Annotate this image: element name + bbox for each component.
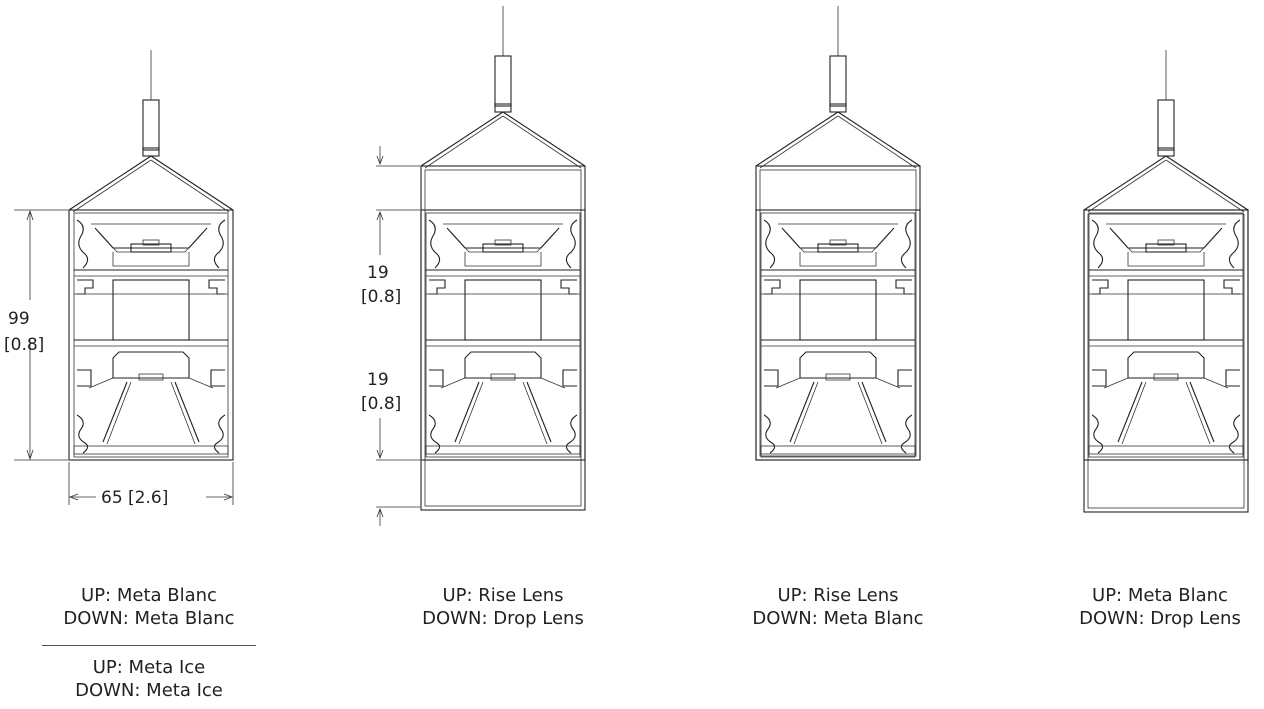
caption-4-up: UP: Meta Blanc [1092,585,1228,606]
luminaire-profile-2 [420,5,586,511]
width-label: 65 [2.6] [101,488,168,508]
caption-variant-4: UP: Meta Blanc DOWN: Drop Lens [1056,584,1264,630]
caption-3-down: DOWN: Meta Blanc [752,608,924,629]
caption-variant-3: UP: Rise Lens DOWN: Meta Blanc [728,584,948,630]
luminaire-profile-1 [68,49,234,461]
caption-4-down: DOWN: Drop Lens [1079,608,1241,629]
caption-2-up: UP: Rise Lens [442,585,564,606]
caption-divider [42,645,256,646]
caption-1-alt-down: DOWN: Meta Ice [75,680,223,701]
width-dimension [68,462,234,505]
caption-variant-1: UP: Meta Blanc DOWN: Meta Blanc [40,584,258,630]
height-in-label: [0.8] [4,335,44,355]
upper-extension-mm-label: 19 [367,263,389,283]
caption-variant-1-alt: UP: Meta Ice DOWN: Meta Ice [40,656,258,702]
caption-1-down: DOWN: Meta Blanc [63,608,235,629]
luminaire-profile-3 [755,5,921,461]
height-mm-label: 99 [8,309,30,329]
extension-dimensions [376,146,420,526]
upper-extension-in-label: [0.8] [361,287,401,307]
luminaire-profile-4 [1083,49,1249,513]
caption-3-up: UP: Rise Lens [777,585,899,606]
caption-2-down: DOWN: Drop Lens [422,608,584,629]
caption-variant-2: UP: Rise Lens DOWN: Drop Lens [394,584,612,630]
lower-extension-in-label: [0.8] [361,394,401,414]
caption-1-up: UP: Meta Blanc [81,585,217,606]
caption-1-alt-up: UP: Meta Ice [92,657,206,678]
height-dimension [14,209,68,461]
lower-extension-mm-label: 19 [367,370,389,390]
